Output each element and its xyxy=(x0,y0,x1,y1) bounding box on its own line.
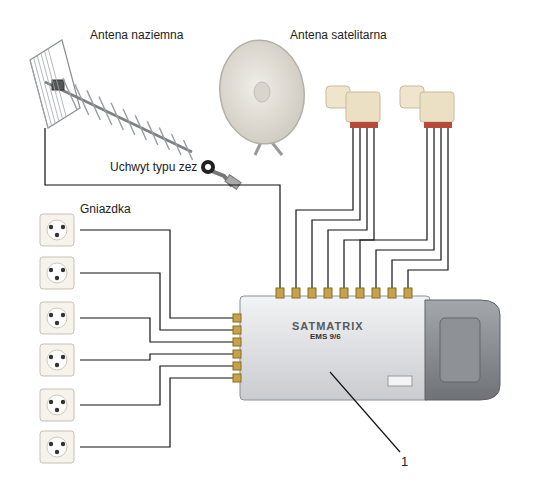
wall-socket xyxy=(40,389,74,421)
antenna-element xyxy=(171,134,181,155)
brand-name: SATMATRIX xyxy=(292,320,364,332)
multiswitch xyxy=(233,288,500,400)
antenna-element xyxy=(147,121,158,145)
f-connector xyxy=(233,350,241,358)
f-connector xyxy=(388,288,396,298)
lnb xyxy=(400,86,454,128)
lnb xyxy=(326,86,380,128)
f-connector xyxy=(308,288,316,298)
f-connector xyxy=(340,288,348,298)
part-label: Uchwyt typu zez xyxy=(110,160,197,174)
wall-socket xyxy=(40,302,74,334)
f-connector xyxy=(233,338,241,346)
socket xyxy=(40,214,74,463)
part-label: Gniazdka xyxy=(80,202,131,216)
antenna-element xyxy=(63,78,77,110)
f-connector xyxy=(233,326,241,334)
multiswitch-label: SATMATRIXEMS 9/6 xyxy=(288,318,368,343)
f-connector xyxy=(324,288,332,298)
callout-number: 1 xyxy=(401,454,408,470)
satellite-dish xyxy=(213,35,311,155)
f-connector xyxy=(233,362,241,370)
antenna-element xyxy=(184,140,193,160)
f-connector xyxy=(233,314,241,322)
antenna-element xyxy=(87,90,100,120)
antenna-element xyxy=(75,84,89,115)
part-label: Antena satelitarna xyxy=(290,28,387,42)
leader-line xyxy=(330,372,400,452)
f-connector xyxy=(356,288,364,298)
reflector-rod xyxy=(41,53,59,121)
cable xyxy=(45,128,448,290)
part-label: Antena naziemna xyxy=(90,28,183,42)
wall-socket xyxy=(40,214,74,246)
f-connector xyxy=(233,374,241,382)
f-connector xyxy=(372,288,380,298)
model-name: EMS 9/6 xyxy=(310,332,364,341)
terrestrial-antenna xyxy=(30,40,193,160)
antenna-element xyxy=(123,109,135,135)
wall-socket xyxy=(40,257,74,289)
wall-socket xyxy=(40,344,74,376)
antenna-element xyxy=(111,103,123,130)
f-connector xyxy=(404,288,412,298)
wall-socket xyxy=(40,431,74,463)
f-connector xyxy=(276,288,284,298)
antenna-element xyxy=(135,115,146,140)
cable xyxy=(80,230,240,447)
reflector-rod xyxy=(48,48,66,116)
reflector-rod xyxy=(44,50,62,118)
antenna-element xyxy=(99,97,112,125)
f-connector xyxy=(292,288,300,298)
antenna-element xyxy=(159,128,169,150)
